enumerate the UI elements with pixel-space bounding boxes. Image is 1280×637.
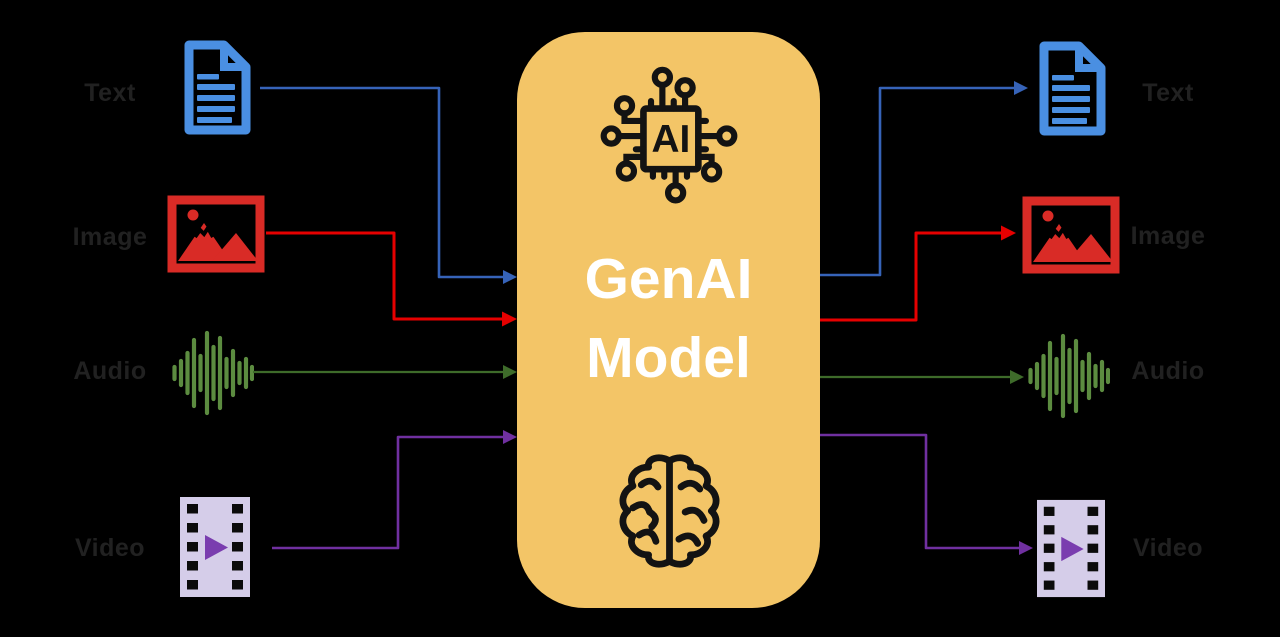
arrowhead-image-output xyxy=(1001,225,1016,241)
connector-video-input-line xyxy=(272,435,504,550)
film-holes xyxy=(187,504,243,590)
label-video-output: Video xyxy=(1132,534,1204,562)
document-outline xyxy=(1039,41,1106,136)
connector-image-input-line xyxy=(266,231,502,321)
chip-ai-label: AI xyxy=(651,118,690,161)
arrowhead-audio-input xyxy=(503,365,517,379)
text-document-icon xyxy=(1039,41,1106,136)
label-text-output: Text xyxy=(1142,79,1194,107)
arrowhead-video-output xyxy=(1019,541,1033,555)
play-icon xyxy=(205,535,228,560)
video-filmstrip-icon xyxy=(1037,499,1105,598)
mountain-large xyxy=(178,223,230,261)
model-title-line2: Model xyxy=(586,326,751,390)
connector-image-output-line xyxy=(820,231,1002,322)
ai-chip-icon: AI xyxy=(600,66,738,204)
label-image-input: Image xyxy=(72,223,148,251)
snow-cap-line xyxy=(1048,225,1070,240)
label-video-input: Video xyxy=(74,534,146,562)
label-audio-output: Audio xyxy=(1131,357,1205,385)
connector-video-output-line xyxy=(820,433,1019,550)
image-icon xyxy=(1022,196,1120,274)
document-text-lines xyxy=(1052,75,1090,124)
chip-traces xyxy=(600,66,738,204)
video-filmstrip-icon xyxy=(180,497,250,597)
arrowhead-text-output xyxy=(1014,81,1028,95)
document-text-lines xyxy=(197,74,235,123)
arrowhead-audio-output xyxy=(1010,370,1024,384)
mountain-large xyxy=(1033,224,1085,262)
film-holes xyxy=(1043,506,1099,590)
label-image-output: Image xyxy=(1130,222,1206,250)
model-title-line1: GenAI xyxy=(584,247,753,311)
sun-dot xyxy=(1042,210,1054,222)
brain-outline xyxy=(619,454,720,568)
document-outline xyxy=(184,40,251,135)
arrowhead-video-input xyxy=(503,430,517,444)
connector-text-input-line xyxy=(260,86,504,279)
snow-cap-line xyxy=(193,224,215,239)
play-icon xyxy=(1061,536,1084,562)
label-text-input: Text xyxy=(84,79,136,107)
mountain-small xyxy=(212,233,258,261)
waveform-bars xyxy=(172,330,254,416)
image-frame xyxy=(1022,196,1120,274)
audio-waveform-icon xyxy=(172,330,254,416)
arrowhead-text-input xyxy=(503,270,517,284)
arrowhead-image-input xyxy=(502,311,517,327)
document-fold xyxy=(220,45,246,71)
image-icon xyxy=(167,195,265,273)
audio-waveform-icon xyxy=(1028,333,1110,419)
waveform-bars xyxy=(1028,333,1110,419)
label-audio-input: Audio xyxy=(73,357,147,385)
document-fold xyxy=(1075,46,1101,72)
mountain-small xyxy=(1067,234,1113,262)
connector-text-output-line xyxy=(820,86,1014,277)
brain-icon xyxy=(619,454,720,568)
text-document-icon xyxy=(184,40,251,135)
sun-dot xyxy=(187,209,199,221)
model-title: GenAI Model xyxy=(517,240,820,398)
